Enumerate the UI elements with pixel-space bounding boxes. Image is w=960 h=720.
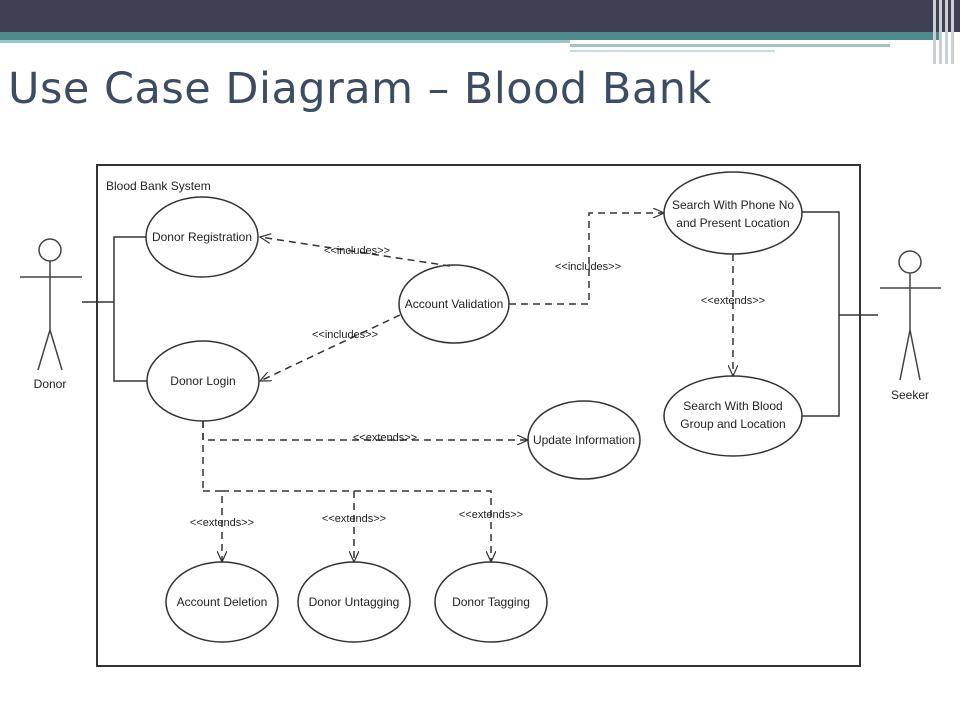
extends-tagging-connector bbox=[354, 490, 491, 562]
slide-top-bar bbox=[0, 0, 960, 32]
extends-search-label: <<extends>> bbox=[701, 295, 765, 307]
donor-registration-usecase bbox=[145, 196, 259, 278]
search-blood-label-line1: Search With Blood bbox=[683, 399, 782, 413]
extends-tagging-label: <<extends>> bbox=[459, 509, 523, 521]
seeker-actor bbox=[880, 250, 941, 381]
donor-actor-label: Donor bbox=[34, 377, 67, 391]
slide-title: Use Case Diagram – Blood Bank bbox=[8, 64, 712, 114]
donor-actor bbox=[20, 238, 82, 371]
search-phone-location-usecase bbox=[663, 171, 803, 255]
search-phone-label-line2: and Present Location bbox=[676, 216, 789, 230]
includes-login-connector bbox=[260, 314, 401, 382]
search-phone-label-line1: Search With Phone No bbox=[672, 198, 794, 212]
donor-untagging-label: Donor Untagging bbox=[309, 595, 400, 609]
donor-tagging-label: Donor Tagging bbox=[452, 595, 530, 609]
seeker-associations bbox=[802, 211, 878, 417]
includes-registration-label: <<includes>> bbox=[324, 245, 390, 257]
slide-corner-decoration bbox=[930, 0, 960, 64]
includes-registration-connector bbox=[260, 237, 451, 267]
extends-deletion-label: <<extends>> bbox=[190, 517, 254, 529]
slide-accent-line bbox=[0, 40, 570, 43]
slide-accent-line bbox=[570, 44, 890, 47]
seeker-actor-label: Seeker bbox=[891, 388, 929, 402]
search-blood-group-usecase bbox=[663, 375, 803, 457]
extends-untagging-label: <<extends>> bbox=[322, 513, 386, 525]
includes-search-connector bbox=[509, 213, 664, 305]
search-blood-label-line2: Group and Location bbox=[680, 417, 785, 431]
account-validation-label: Account Validation bbox=[405, 297, 504, 311]
system-label: Blood Bank System bbox=[106, 179, 211, 193]
includes-search-label: <<includes>> bbox=[555, 261, 621, 273]
donor-associations bbox=[82, 236, 147, 382]
extends-update-label: <<extends>> bbox=[353, 432, 417, 444]
donor-login-label: Donor Login bbox=[170, 374, 235, 388]
update-information-label: Update Information bbox=[533, 433, 635, 447]
slide-accent-line bbox=[570, 50, 775, 52]
donor-registration-label: Donor Registration bbox=[152, 230, 252, 244]
slide-accent-stripe bbox=[0, 32, 940, 40]
account-deletion-label: Account Deletion bbox=[177, 595, 268, 609]
includes-login-label: <<includes>> bbox=[312, 329, 378, 341]
